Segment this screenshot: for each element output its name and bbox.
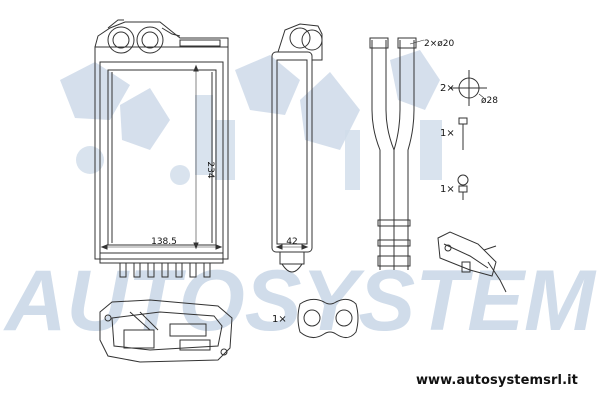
- screw-qty: 1×: [440, 128, 455, 139]
- screw: [458, 117, 468, 150]
- clip: [457, 174, 469, 200]
- seal-gasket: [297, 298, 359, 338]
- core-width-label: 138.5: [151, 237, 177, 247]
- heater-core-front-view: [94, 19, 229, 278]
- oring-size: ø28: [481, 96, 498, 106]
- core-depth-label: 42: [286, 237, 297, 247]
- heater-housing: [99, 299, 233, 363]
- website-url: www.autosystemsrl.it: [415, 373, 578, 388]
- bracket-assembly: [437, 231, 507, 293]
- pipes-label: 2×ø20: [424, 39, 454, 49]
- core-height-label: 234: [205, 161, 215, 178]
- oring-qty: 2×: [440, 83, 455, 94]
- watermark-logo: [60, 50, 442, 190]
- watermark-text: AUTOSYSTEM: [3, 253, 597, 349]
- clip-qty: 1×: [440, 184, 455, 195]
- connecting-pipes: [369, 37, 425, 270]
- heater-core-side-view: [271, 23, 323, 273]
- o-ring: [451, 70, 487, 106]
- seal-qty: 1×: [272, 314, 287, 325]
